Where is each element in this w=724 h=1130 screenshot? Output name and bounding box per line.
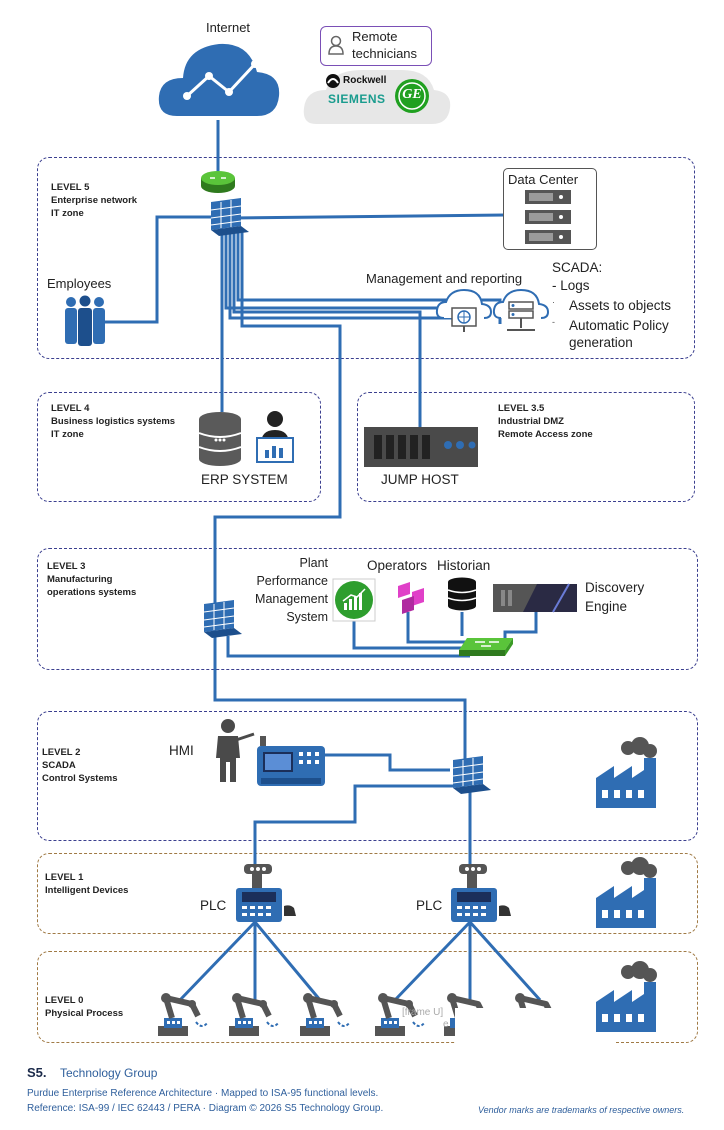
presenter-icon [216, 719, 255, 782]
hmi-terminal-icon [257, 736, 325, 786]
footer-line-2: Reference: ISA-99 / IEC 62443 / PERA · D… [27, 1103, 384, 1114]
watermark-text-b: e [443, 1019, 449, 1030]
ge-logo-icon [395, 79, 429, 113]
scada-assets: Assets to objects [569, 298, 672, 313]
bullet-dash: - [552, 317, 555, 327]
plc-right-label: PLC [416, 898, 443, 913]
database-icon [198, 412, 242, 466]
level-2-title: LEVEL 2 SCADA Control Systems [42, 747, 118, 784]
firewall-icon [203, 600, 242, 638]
brand-mark: S5. [27, 1065, 47, 1080]
robot-arm-icon [300, 993, 351, 1036]
rockwell-logo-icon [326, 74, 340, 88]
trademark-note: Vendor marks are trademarks of respectiv… [478, 1105, 685, 1115]
robot-arm-icon [158, 993, 209, 1036]
level-5-title: LEVEL 5 Enterprise network IT zone [51, 182, 138, 219]
firewall-icon [452, 756, 491, 794]
brand-name: Technology Group [60, 1066, 158, 1080]
data-center-label: Data Center [508, 172, 579, 187]
user-icon [328, 35, 344, 55]
analyst-icon [256, 411, 294, 463]
siemens-label: SIEMENS [328, 92, 386, 106]
server-rack-icon [525, 190, 571, 244]
factory-icon [596, 857, 657, 928]
cloud-monitor-icon [435, 288, 493, 332]
rockwell-label: Rockwell [343, 75, 387, 86]
firewall-icon [210, 198, 249, 236]
scada-logs: - Logs [552, 278, 590, 293]
historian-database-icon [447, 577, 477, 611]
management-reporting-label: Management and reporting [366, 271, 523, 286]
scada-heading: SCADA: [552, 260, 603, 275]
level-3-title: LEVEL 3 Manufacturing operations systems [47, 561, 137, 598]
erp-label: ERP SYSTEM [201, 472, 288, 487]
ge-label: GE [402, 87, 422, 102]
footer-line-1: Purdue Enterprise Reference Architecture… [27, 1088, 379, 1099]
performance-chart-icon [332, 578, 376, 622]
internet-label: Internet [205, 20, 251, 35]
operators-icon [398, 582, 424, 614]
robot-arm-icon [229, 993, 280, 1036]
scada-policy: Automatic Policy generation [569, 318, 669, 350]
plc-icon [451, 864, 511, 922]
plc-left-label: PLC [200, 898, 227, 913]
level-0-title: LEVEL 0 Physical Process [45, 995, 124, 1019]
discovery-engine-label: Discovery Engine [585, 580, 645, 614]
jump-host-server-icon [364, 427, 478, 467]
level-35-title: LEVEL 3.5 Industrial DMZ Remote Access z… [498, 403, 593, 440]
jump-host-label: JUMP HOST [381, 472, 459, 487]
occluding-patch [455, 1008, 615, 1046]
cloud-server-icon [492, 288, 550, 331]
bullet-dot: · [552, 297, 555, 307]
operators-label: Operators [367, 558, 428, 573]
remote-technicians-label: Remote technicians [352, 29, 418, 61]
employees-label: Employees [47, 276, 112, 291]
level-1-title: LEVEL 1 Intelligent Devices [45, 872, 129, 896]
internet-cloud-icon [158, 43, 280, 116]
historian-label: Historian [437, 558, 491, 573]
watermark-text-a: [frame U] [402, 1007, 444, 1018]
discovery-engine-server-icon [493, 583, 577, 613]
level-4-title: LEVEL 4 Business logistics systems IT zo… [51, 403, 176, 440]
level-2-zone [37, 711, 698, 841]
employees-icon [65, 295, 105, 346]
hmi-label: HMI [169, 743, 194, 758]
factory-icon [596, 961, 657, 1032]
plc-icon [236, 864, 296, 922]
router-icon [201, 171, 235, 193]
level-1-zone [37, 853, 698, 934]
ppm-label: Plant Performance Management System [255, 556, 328, 624]
robot-arm-icon [375, 993, 426, 1036]
green-switch-icon [459, 638, 513, 656]
factory-icon [596, 737, 657, 808]
